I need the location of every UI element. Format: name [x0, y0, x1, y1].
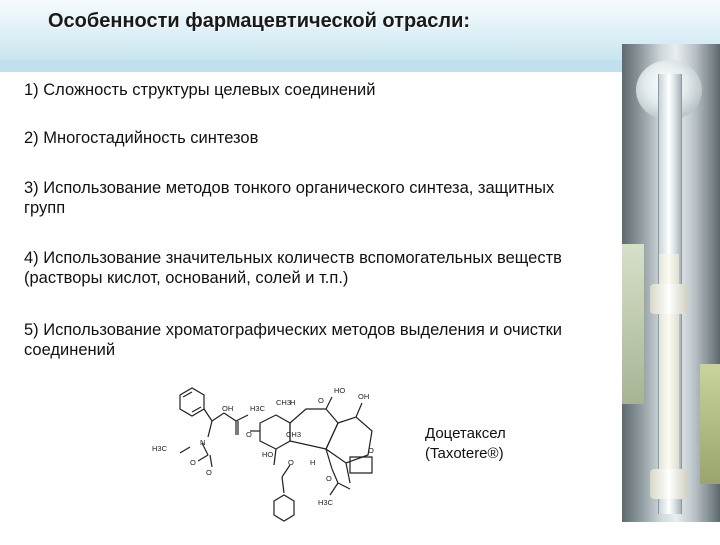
label-o-1: O — [318, 396, 324, 405]
compound-trade-name: (Taxotere®) — [425, 445, 504, 462]
label-o-4: O — [190, 458, 196, 467]
label-ho-bottom: HO — [262, 450, 273, 459]
label-ch3-1: CH3 — [276, 398, 291, 407]
column-joint — [650, 469, 688, 499]
label-o-5: O — [288, 458, 294, 467]
chromatography-column-photo — [622, 44, 720, 522]
label-o-7: O — [368, 446, 374, 455]
docetaxel-structure: OH H3C CH3 H O HO OH O CH3 H3C N O O HO … — [150, 365, 390, 540]
label-h3c-ac: H3C — [318, 498, 334, 507]
label-o-2: O — [246, 430, 252, 439]
list-item: 3) Использование методов тонкого органич… — [24, 179, 555, 217]
label-h3c-2: H3C — [152, 444, 168, 453]
compound-name: Доцетаксел — [425, 425, 506, 442]
column-joint — [650, 284, 688, 314]
list-item: 1) Сложность структуры целевых соединени… — [24, 81, 376, 99]
label-ho-top: HO — [334, 386, 345, 395]
label-o-3: O — [206, 468, 212, 477]
structure-diagram: OH H3C CH3 H O HO OH O CH3 H3C N O O HO … — [152, 386, 374, 522]
label-h3c-1: H3C — [250, 404, 266, 413]
label-ch3-2: CH3 — [286, 430, 301, 439]
label-n: N — [200, 438, 205, 447]
list-item: 4) Использование значительных количеств … — [24, 249, 562, 287]
compound-caption: Доцетаксел (Taxotere®) — [425, 424, 506, 464]
label-oh-top: OH — [358, 392, 369, 401]
slide-title: Особенности фармацевтической отрасли: — [48, 10, 471, 32]
label-o-6: O — [326, 474, 332, 483]
lab-shelf-left — [622, 244, 644, 404]
list-item: 5) Использование хроматографических мето… — [24, 321, 563, 359]
label-h-2: H — [310, 458, 315, 467]
label-oh-side: OH — [222, 404, 233, 413]
list-item: 2) Многостадийность синтезов — [24, 129, 259, 147]
label-h-1: H — [290, 398, 295, 407]
title-bar — [0, 0, 720, 74]
lab-shelf-right — [700, 364, 720, 484]
